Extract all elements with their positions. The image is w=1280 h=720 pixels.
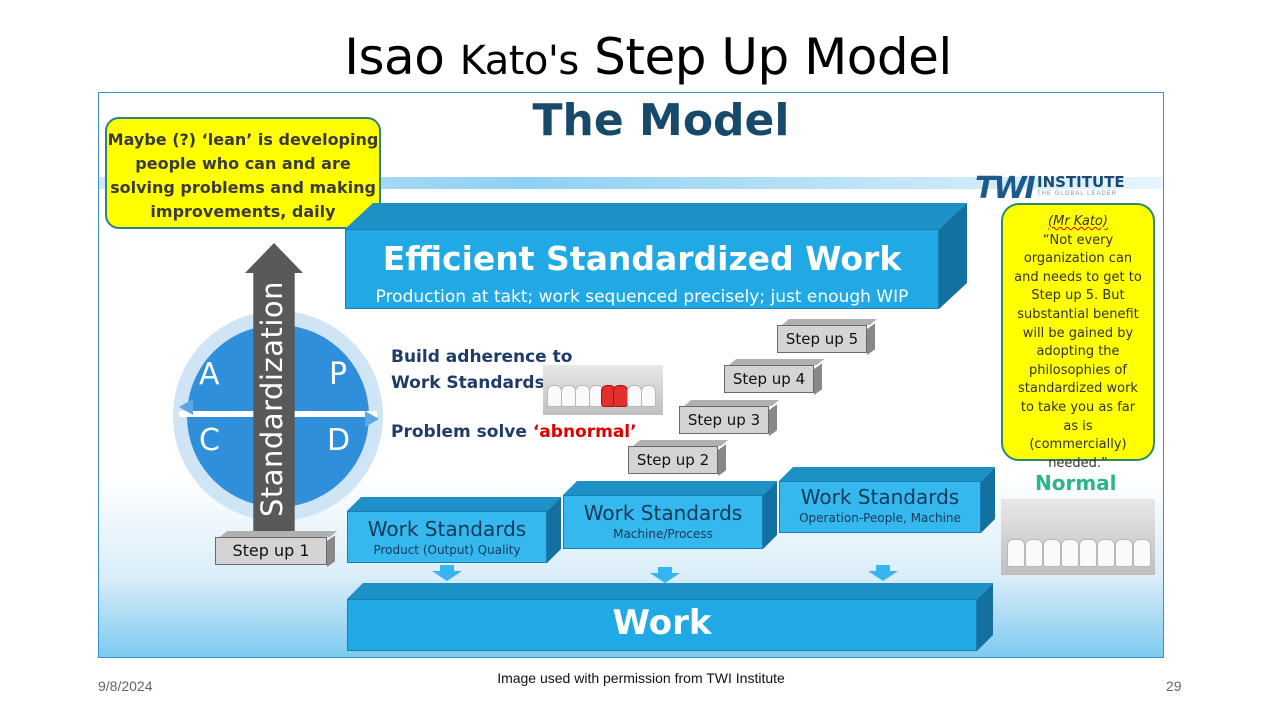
ws-quality-subtitle: Product (Output) Quality bbox=[373, 543, 521, 557]
normal-shoes-image bbox=[1001, 499, 1155, 575]
problem-solve-label: Problem solve bbox=[391, 422, 533, 442]
slide-date: 9/8/2024 bbox=[98, 678, 153, 694]
quote-line: will be gained by bbox=[1022, 325, 1134, 341]
model-diagram: The Model TWI INSTITUTE THE GLOBAL LEADE… bbox=[98, 92, 1164, 658]
step-up-5: Step up 5 bbox=[777, 325, 867, 353]
model-heading: The Model bbox=[532, 95, 790, 146]
title-part-model: Step Up Model bbox=[594, 28, 952, 86]
lean-note: Maybe (?) ‘lean’ is developing people wh… bbox=[105, 117, 381, 229]
quote-line: to take you as far bbox=[1020, 399, 1136, 415]
quote-line: standardized work bbox=[1018, 381, 1138, 397]
work-standards-quality-block: Work Standards Product (Output) Quality bbox=[347, 497, 561, 563]
lean-note-line: improvements, daily bbox=[150, 202, 336, 221]
work-standards-operation-block: Work Standards Operation-People, Machine bbox=[779, 467, 995, 533]
quote-line: adopting the bbox=[1036, 344, 1120, 360]
pdca-letter-c: C bbox=[199, 423, 220, 458]
quote-line: organization can bbox=[1023, 251, 1133, 267]
efficient-subtitle: Production at takt; work sequenced preci… bbox=[375, 287, 909, 307]
twi-logo-word: INSTITUTE bbox=[1037, 173, 1125, 191]
step-up-4: Step up 4 bbox=[724, 365, 814, 393]
slide-title: Isao Kato's Step Up Model bbox=[0, 28, 1280, 86]
cycle-arrow-icon bbox=[179, 399, 379, 427]
twi-logo-mark: TWI bbox=[975, 171, 1036, 206]
ws-operation-title: Work Standards bbox=[800, 485, 960, 509]
lean-note-line: people who can and are bbox=[135, 154, 351, 173]
adherence-line-2: Work Standards bbox=[391, 373, 545, 393]
work-label: Work bbox=[612, 603, 712, 643]
quote-line: Step up 5. But bbox=[1031, 288, 1125, 304]
quote-line: philosophies of bbox=[1029, 362, 1127, 378]
ws-quality-title: Work Standards bbox=[367, 517, 527, 541]
ws-machine-title: Work Standards bbox=[583, 501, 743, 525]
quote-line: (commercially) bbox=[1029, 437, 1127, 453]
lean-note-line: Maybe (?) ‘lean’ is developing bbox=[107, 130, 379, 149]
quote-line: “Not every bbox=[1042, 232, 1114, 248]
step-up-1: Step up 1 bbox=[215, 537, 327, 565]
problem-solve-text: Problem solve ‘abnormal’ bbox=[391, 422, 637, 442]
step-up-2: Step up 2 bbox=[628, 446, 718, 474]
abnormal-label: ‘abnormal’ bbox=[532, 422, 637, 442]
pdca-letter-a: A bbox=[199, 357, 220, 392]
quote-line: substantial benefit bbox=[1017, 306, 1139, 322]
quote-line: needed.” bbox=[1048, 455, 1108, 471]
down-arrow-icon bbox=[432, 565, 462, 581]
pdca-letter-p: P bbox=[329, 357, 348, 392]
title-part-isao: Isao bbox=[344, 28, 445, 86]
twi-logo-tagline: THE GLOBAL LEADER bbox=[1037, 191, 1118, 197]
step-up-3: Step up 3 bbox=[679, 406, 769, 434]
twi-institute-logo: TWI INSTITUTE THE GLOBAL LEADER bbox=[975, 171, 1135, 206]
kato-quote: (Mr Kato) “Not every organization can an… bbox=[1001, 203, 1155, 471]
lean-note-line: solving problems and making bbox=[110, 178, 376, 197]
abnormal-shoes-image bbox=[543, 365, 663, 415]
work-block: Work bbox=[347, 583, 993, 651]
down-arrow-icon bbox=[650, 567, 680, 583]
quote-line: and needs to get to bbox=[1014, 269, 1142, 285]
efficient-standardized-work-block: Efficient Standardized Work Production a… bbox=[345, 203, 967, 309]
normal-label: Normal bbox=[1035, 471, 1117, 495]
standardization-arrow bbox=[245, 243, 303, 533]
image-credit: Image used with permission from TWI Inst… bbox=[497, 670, 785, 686]
standardization-label: Standardization bbox=[255, 280, 289, 518]
slide-number: 29 bbox=[1166, 678, 1182, 694]
title-part-kato: Kato's bbox=[459, 38, 580, 84]
adherence-line-1: Build adherence to bbox=[391, 347, 573, 367]
pdca-letter-d: D bbox=[327, 423, 351, 458]
ws-operation-subtitle: Operation-People, Machine bbox=[799, 511, 961, 525]
efficient-title: Efficient Standardized Work bbox=[382, 239, 902, 278]
quote-line: as is bbox=[1063, 418, 1093, 434]
quote-line: (Mr Kato) bbox=[1048, 214, 1108, 229]
ws-machine-subtitle: Machine/Process bbox=[613, 527, 713, 541]
down-arrow-icon bbox=[868, 565, 898, 581]
work-standards-machine-block: Work Standards Machine/Process bbox=[563, 481, 777, 549]
